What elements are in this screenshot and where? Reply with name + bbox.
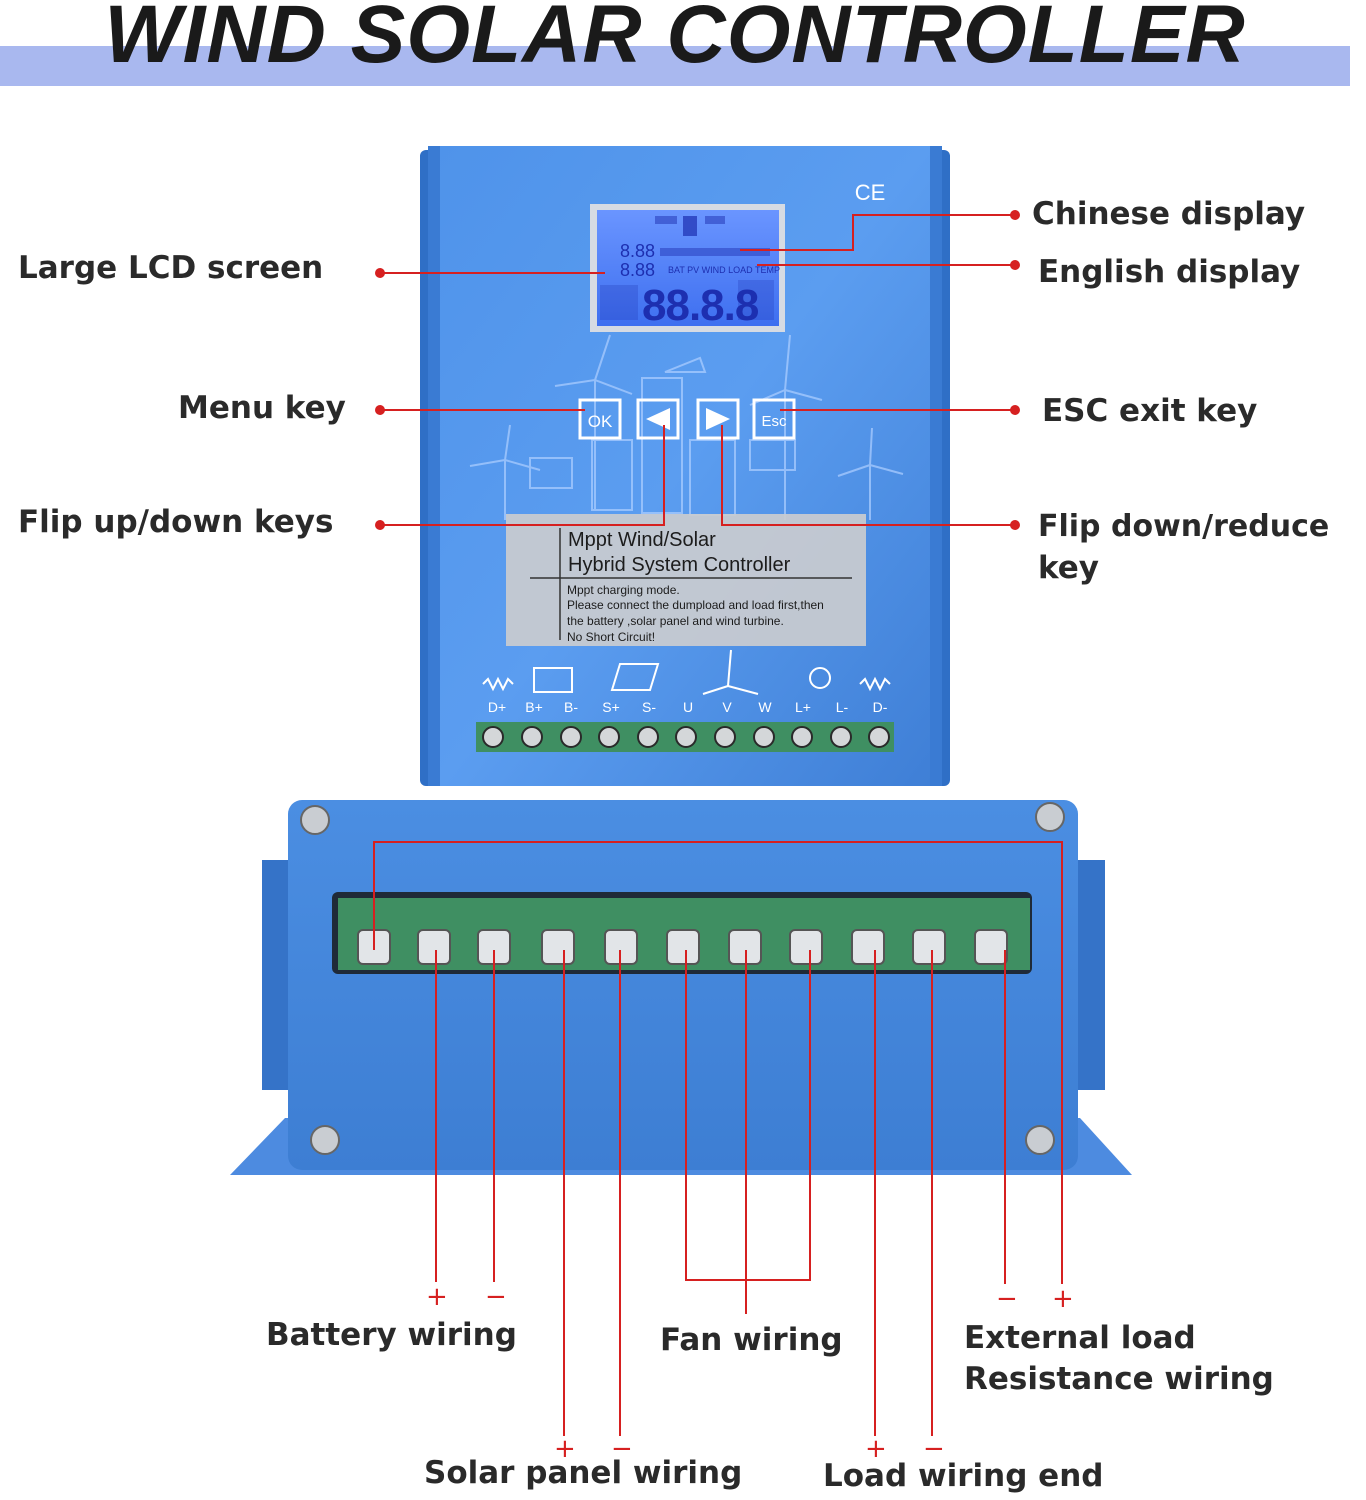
left-arrow-icon <box>646 408 670 430</box>
lcd-digits-big: 88.8.8 <box>642 281 759 330</box>
lcd-screen: 8.88 8.88 BAT PV WIND LOAD TEMP 88.8.8 <box>590 204 785 332</box>
sticker-note-1: Mppt charging mode. <box>567 583 680 597</box>
battery-minus-sign: − <box>485 1282 507 1312</box>
load-plus-sign: + <box>865 1434 887 1464</box>
label-flip-down-reduce-2: key <box>1038 550 1100 586</box>
svg-text:OK: OK <box>588 412 613 431</box>
solar-plus-sign: + <box>554 1434 576 1464</box>
label-fan-wiring: Fan wiring <box>660 1322 843 1358</box>
label-flip-down-reduce-1: Flip down/reduce <box>1038 509 1330 544</box>
load-minus-sign: − <box>923 1434 945 1464</box>
terminal-label-b-plus: B+ <box>525 699 543 715</box>
battery-icon <box>533 667 573 693</box>
label-chinese-display: Chinese display <box>1032 196 1306 232</box>
terminal-label-s-plus: S+ <box>602 699 620 715</box>
terminal-labels: D+ B+ B- S+ S- U V W L+ L- D- <box>488 699 888 715</box>
sticker-title-2: Hybrid System Controller <box>568 554 791 576</box>
sticker-note-3: the battery ,solar panel and wind turbin… <box>567 614 784 628</box>
terminal-label-s-minus: S- <box>642 699 656 715</box>
lcd-english-row: BAT PV WIND LOAD TEMP <box>668 265 780 275</box>
sticker-note-4: No Short Circuit! <box>567 630 655 644</box>
title-band <box>0 46 1350 86</box>
terminal-label-l-minus: L- <box>836 699 849 715</box>
terminal-label-u: U <box>683 699 693 715</box>
battery-plus-sign: + <box>426 1282 448 1312</box>
right-arrow-icon <box>706 408 730 430</box>
ce-mark: CE <box>855 180 886 205</box>
wind-solar-artwork <box>469 334 904 520</box>
controller-bottom-view <box>230 800 1132 1175</box>
label-battery-wiring: Battery wiring <box>266 1317 517 1353</box>
label-load-wiring-end: Load wiring end <box>823 1458 1104 1494</box>
solar-minus-sign: − <box>611 1434 633 1464</box>
label-esc-exit-key: ESC exit key <box>1042 393 1258 429</box>
label-solar-panel-wiring: Solar panel wiring <box>424 1455 743 1491</box>
terminal-label-v: V <box>722 699 732 715</box>
resistor-icon-left <box>482 676 514 692</box>
label-external-load-2: Resistance wiring <box>964 1361 1274 1397</box>
terminal-label-b-minus: B- <box>564 699 578 715</box>
lamp-icon <box>809 667 831 689</box>
terminal-label-w: W <box>758 699 772 715</box>
wind-turbine-icon <box>702 649 759 695</box>
front-terminal-block <box>476 722 894 752</box>
heatsink-fins-right <box>1075 860 1105 1090</box>
label-flip-up-down-keys: Flip up/down keys <box>18 504 334 540</box>
callout-dots <box>375 210 1020 530</box>
label-menu-key: Menu key <box>178 390 346 426</box>
external-minus-sign: − <box>996 1284 1018 1314</box>
page-title: WIND SOLAR CONTROLLER <box>104 0 1246 80</box>
flip-up-key[interactable] <box>636 398 680 440</box>
instruction-sticker: Mppt Wind/Solar Hybrid System Controller… <box>506 514 866 646</box>
lcd-digits-2: 8.88 <box>620 260 655 280</box>
terminal-label-d-plus: D+ <box>488 699 506 715</box>
resistor-icon-right <box>859 676 891 692</box>
ok-menu-key[interactable]: OK <box>578 398 622 440</box>
label-english-display: English display <box>1038 254 1301 290</box>
terminal-label-d-minus: D- <box>873 699 888 715</box>
lcd-digits-1: 8.88 <box>620 241 655 261</box>
solar-panel-icon <box>610 663 660 691</box>
esc-exit-key[interactable]: Esc <box>752 398 796 440</box>
terminal-label-l-plus: L+ <box>795 699 811 715</box>
flip-down-key[interactable] <box>696 398 740 440</box>
svg-text:Esc: Esc <box>761 413 787 430</box>
controller-front-view: CE 8.88 8.88 BAT PV WIND LOAD TEMP 88 <box>420 146 950 786</box>
terminal-icons <box>482 649 891 695</box>
label-external-load-1: External load <box>964 1320 1196 1356</box>
sticker-title-1: Mppt Wind/Solar <box>568 529 716 551</box>
callout-lines <box>373 214 1063 1436</box>
sticker-note-2: Please connect the dumpload and load fir… <box>567 598 824 612</box>
heatsink-fins-left <box>262 860 292 1090</box>
external-plus-sign: + <box>1052 1284 1074 1314</box>
label-large-lcd-screen: Large LCD screen <box>18 250 324 286</box>
